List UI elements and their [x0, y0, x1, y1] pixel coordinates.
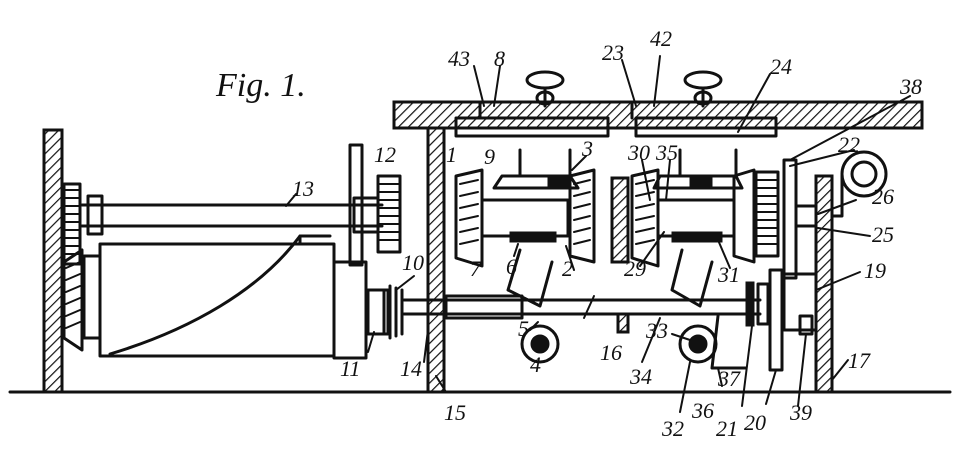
label-12: 12	[374, 142, 396, 167]
lower-shaft	[402, 294, 762, 320]
label-7: 7	[470, 256, 482, 281]
middle-wall-foot	[616, 312, 630, 334]
label-26: 26	[872, 184, 894, 209]
left-bevel-assembly	[454, 148, 596, 308]
cam-drum	[82, 234, 336, 358]
label-2: 2	[562, 256, 573, 281]
left-gear-upper	[62, 182, 82, 266]
label-33: 33	[645, 318, 668, 343]
label-38: 38	[899, 74, 922, 99]
label-36: 36	[691, 398, 714, 423]
label-30: 30	[627, 140, 650, 165]
lever-36	[710, 314, 748, 370]
label-6: 6	[506, 254, 517, 279]
label-25: 25	[872, 222, 894, 247]
label-19: 19	[864, 258, 886, 283]
label-43: 43	[448, 46, 470, 71]
top-plate	[392, 100, 924, 138]
label-9: 9	[484, 144, 495, 169]
label-14: 14	[400, 356, 422, 381]
label-5: 5	[518, 316, 529, 341]
label-37: 37	[717, 366, 741, 391]
label-31: 31	[717, 262, 740, 287]
label-22: 22	[838, 132, 860, 157]
left-bevel-gear-lower	[62, 248, 84, 352]
right-bevel-assembly	[630, 148, 756, 308]
label-16: 16	[600, 340, 622, 365]
label-3: 3	[581, 136, 593, 161]
upper-shaft	[80, 194, 384, 236]
knob-right	[683, 70, 723, 108]
label-34: 34	[629, 364, 652, 389]
roller-4	[520, 324, 560, 364]
label-1: 1	[446, 142, 457, 167]
label-29: 29	[624, 256, 646, 281]
gear-12	[376, 174, 402, 254]
label-23: 23	[602, 40, 624, 65]
roller-top-right	[830, 150, 888, 218]
label-11: 11	[340, 356, 360, 381]
figure-title: Fig. 1.	[215, 67, 306, 104]
label-8: 8	[494, 46, 505, 71]
gear-22	[754, 158, 820, 280]
label-4: 4	[530, 352, 541, 377]
left-frame-wall	[42, 128, 64, 394]
label-17: 17	[848, 348, 871, 373]
disc-coupling	[332, 143, 390, 360]
knob-left	[525, 70, 565, 108]
label-39: 39	[789, 400, 812, 425]
spring-10	[382, 284, 404, 340]
leader-lines	[285, 55, 911, 413]
clutch-mechanism	[745, 268, 818, 372]
reference-labels: 43 8 23 42 24 38 22 12 13 1 9 3 30 35 26…	[292, 26, 922, 441]
label-20: 20	[744, 410, 766, 435]
inner-wall-left	[426, 126, 446, 394]
middle-wall	[610, 176, 630, 264]
label-13: 13	[292, 176, 314, 201]
label-35: 35	[655, 140, 678, 165]
label-15: 15	[444, 400, 466, 425]
label-42: 42	[650, 26, 672, 51]
label-21: 21	[716, 416, 738, 441]
label-24: 24	[770, 54, 792, 79]
roller-32	[678, 324, 718, 364]
label-10: 10	[402, 250, 424, 275]
label-32: 32	[661, 416, 684, 441]
